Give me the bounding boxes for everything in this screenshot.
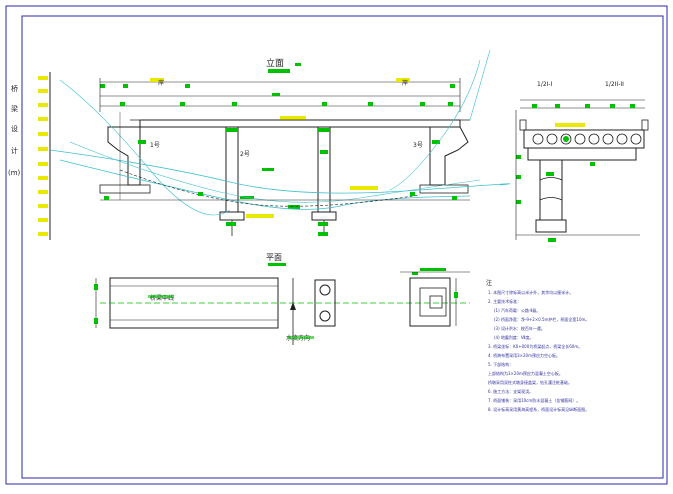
left-margin-char-1: 梁 [11,104,18,113]
section-b-title: 1/2II-II [605,81,624,88]
elevation-title: 立面 [266,57,284,69]
outer-frame [5,5,668,485]
note-line-7: 4. 桥跨布置采用3×20m预应力空心板。 [488,352,560,358]
inner-frame [21,15,664,479]
note-line-0: 1. 本图尺寸除标高以米计外，其余均以厘米计。 [488,289,573,295]
note-line-3: (2) 桥面净宽：净-9+2×0.5m护栏，桥面全宽10m。 [494,316,589,322]
note-line-6: 3. 桥梁坐标：K0+000为桥梁起点，桥梁全长60m。 [488,343,582,349]
note-line-10: 桥墩采用双柱式墩身接盖梁，钻孔灌注桩基础。 [488,379,572,385]
left-margin-marks: 桥 梁 设 计 (m) [8,72,51,240]
note-line-4: (3) 设计洪水：按百年一遇。 [494,325,545,331]
right-bank-label: 岸 [402,80,408,87]
pier-label-0: 1号 [150,142,160,149]
plan-title: 平面 [266,253,282,262]
section-a-title: 1/2I-I [537,81,553,88]
note-line-11: 6. 施工方法：支架现浇。 [488,388,533,394]
pier-label-1: 2号 [240,151,250,158]
notes-title: 注 [486,279,492,287]
pier-label-2: 3号 [413,142,423,149]
elevation-scale-tag [268,69,290,73]
left-margin-char-0: 桥 [11,84,18,93]
note-line-5: (4) 地震烈度：Ⅶ度。 [494,334,533,340]
left-margin-char-4: (m) [8,169,21,177]
note-line-1: 2. 主要技术标准： [488,298,521,304]
note-line-12: 7. 桥面铺装：采用10cm防水混凝土（含钢筋网）。 [488,397,580,403]
note-line-13: 8. 设计标高采用黄海高程系，桥面设计标高见纵断面图。 [488,406,589,412]
cross-section-view: 1/2I-I 1/2II-II [515,81,649,242]
note-line-9: 上部结构为3×20m预应力混凝土空心板。 [488,370,563,376]
left-bank-label: 岸 [158,80,164,87]
notes-block: 注 1. 本图尺寸除标高以米计外，其余均以厘米计。 2. 主要技术标准： (1)… [486,279,589,412]
note-line-2: (1) 汽车荷载：公路-Ⅱ级。 [494,307,540,313]
left-margin-char-3: 计 [11,146,18,155]
left-margin-char-2: 设 [11,124,18,133]
note-line-8: 5. 下部结构： [488,361,513,367]
plan-view: 平面 桥梁中线 水流方向 [94,253,470,345]
elevation-view: 立面 岸 岸 1号 3 [49,49,511,236]
